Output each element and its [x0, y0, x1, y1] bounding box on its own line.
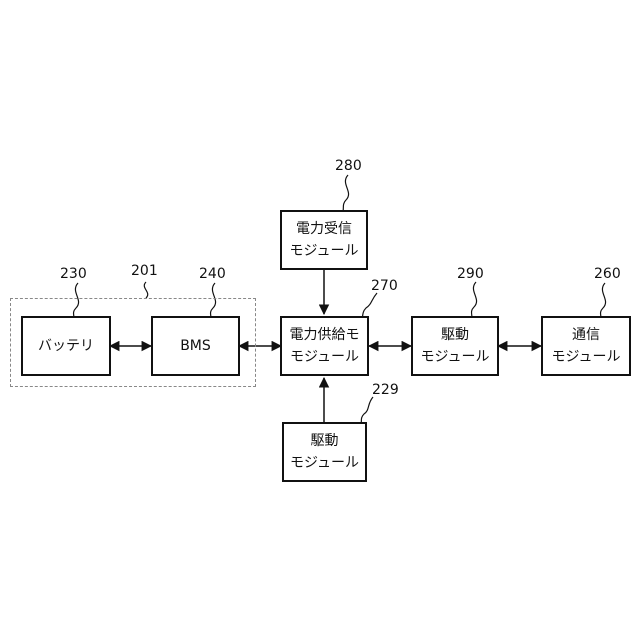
power-supply-label-line1: 電力供給モ	[290, 324, 360, 346]
power-receive-label-line1: 電力受信	[296, 218, 352, 240]
leader-201	[144, 282, 147, 298]
drive-right-label-line2: モジュール	[420, 346, 489, 368]
ref-201: 201	[131, 263, 158, 279]
comm-label-line2: モジュール	[551, 346, 620, 368]
comm-block: 通信 モジュール	[541, 316, 631, 376]
comm-label-line1: 通信	[572, 324, 600, 346]
battery-label: バッテリ	[38, 335, 94, 357]
power-supply-label-line2: モジュール	[290, 346, 359, 368]
power-receive-label-line2: モジュール	[289, 240, 358, 262]
power-receive-block: 電力受信 モジュール	[280, 210, 368, 270]
drive-lower-block: 駆動 モジュール	[282, 422, 367, 482]
leader-280	[343, 175, 349, 211]
leader-260	[601, 283, 606, 318]
ref-290: 290	[457, 266, 484, 282]
ref-230: 230	[60, 266, 87, 282]
drive-right-block: 駆動 モジュール	[411, 316, 499, 376]
battery-block: バッテリ	[21, 316, 111, 376]
power-supply-block: 電力供給モ モジュール	[280, 316, 369, 376]
ref-229: 229	[372, 382, 399, 398]
bms-label: BMS	[180, 335, 211, 357]
leader-290	[472, 282, 477, 318]
bms-block: BMS	[151, 316, 240, 376]
ref-270: 270	[371, 278, 398, 294]
drive-lower-label-line2: モジュール	[290, 452, 359, 474]
drive-lower-label-line1: 駆動	[311, 430, 339, 452]
ref-240: 240	[199, 266, 226, 282]
ref-280: 280	[335, 158, 362, 174]
ref-260: 260	[594, 266, 621, 282]
drive-right-label-line1: 駆動	[441, 324, 469, 346]
leader-229	[361, 397, 373, 425]
